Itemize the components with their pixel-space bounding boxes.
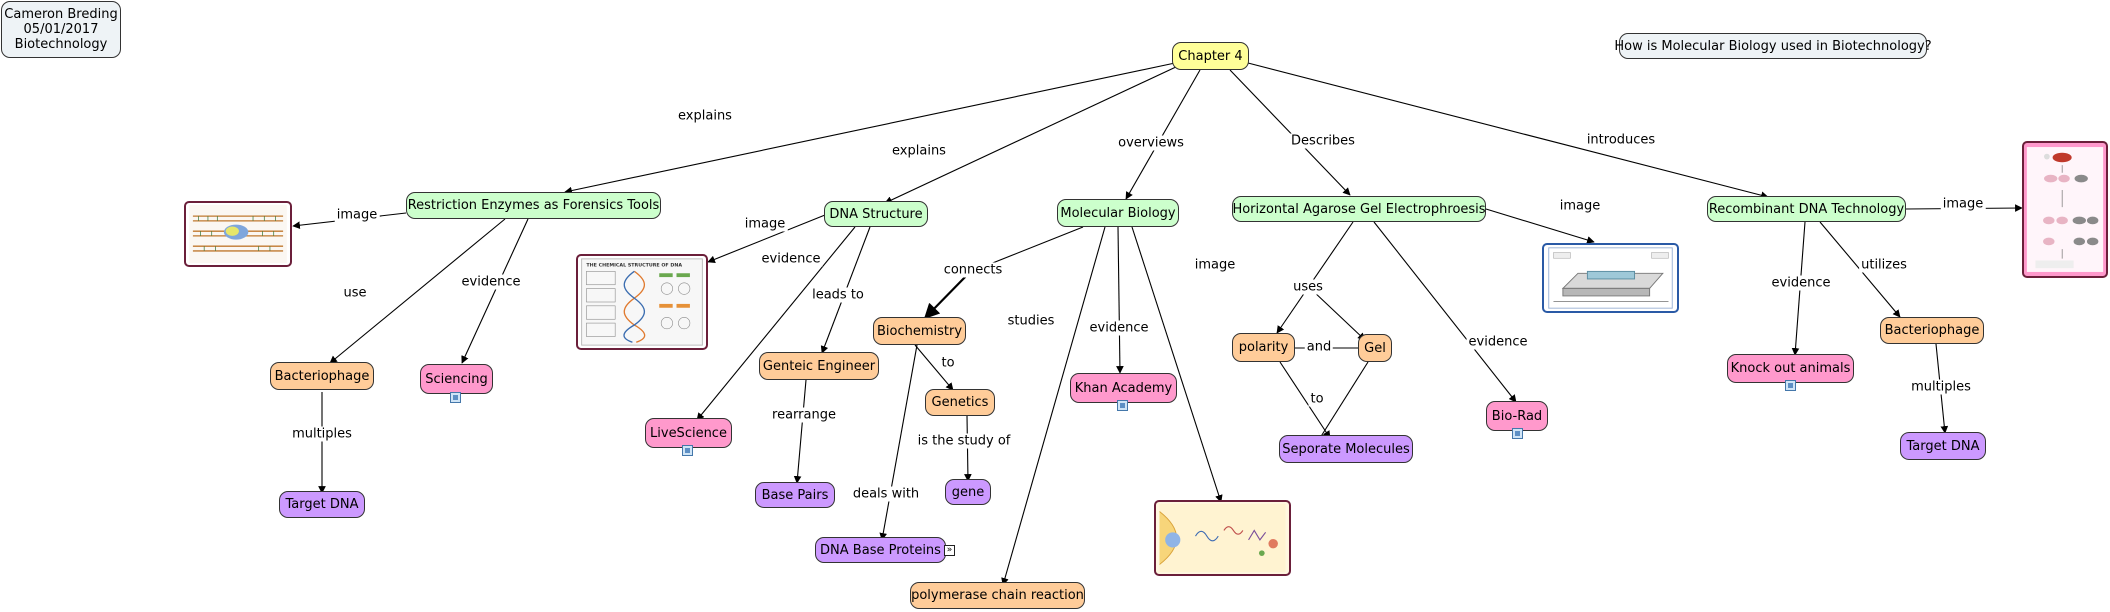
livescience-resource-icon[interactable] [682, 445, 693, 456]
target-dna-node-1[interactable]: Target DNA [279, 491, 365, 518]
separate-molecules-node[interactable]: Seporate Molecules [1279, 435, 1413, 463]
link-label: multiples [1909, 379, 1973, 395]
gel-electrophoresis-image[interactable] [1542, 243, 1679, 313]
expand-icon[interactable]: » [944, 545, 955, 556]
knock-out-resource-icon[interactable] [1785, 380, 1796, 391]
link-label: image [1940, 196, 1986, 212]
author-subject: Biotechnology [14, 37, 108, 52]
restriction-enzymes-node[interactable]: Restriction Enzymes as Forensics Tools [406, 192, 661, 219]
infographic-title: THE CHEMICAL STRUCTURE OF DNA [586, 263, 682, 269]
link-label: Describes [1289, 133, 1357, 149]
link-label: image [742, 216, 788, 232]
link-label: connects [941, 262, 1005, 278]
molecular-biology-image[interactable] [1154, 500, 1291, 576]
link-label: utilizes [1859, 257, 1909, 273]
gel-apparatus-illustration [1548, 247, 1673, 309]
link-label: and [1304, 339, 1334, 355]
link-label: explains [890, 143, 948, 159]
bacteriophage-node-1[interactable]: Bacteriophage [270, 362, 374, 390]
recombinant-dna-node[interactable]: Recombinant DNA Technology [1707, 196, 1906, 222]
link-label: uses [1291, 279, 1325, 295]
khan-academy-node[interactable]: Khan Academy [1070, 373, 1177, 403]
polarity-node[interactable]: polarity [1232, 333, 1295, 362]
link-label: evidence [759, 251, 823, 267]
link-label: introduces [1584, 132, 1658, 148]
focus-question: How is Molecular Biology used in Biotech… [1614, 33, 1932, 59]
author-name: Cameron Breding [4, 7, 118, 22]
chapter-node[interactable]: Chapter 4 [1172, 42, 1249, 70]
target-dna-node-2[interactable]: Target DNA [1900, 432, 1986, 460]
link-label: evidence [1466, 334, 1530, 350]
mouse-breeding-illustration [2026, 147, 2104, 272]
dna-structure-infographic: THE CHEMICAL STRUCTURE OF DNA [581, 258, 703, 346]
link-label: image [1557, 198, 1603, 214]
cell-diagram-illustration [1159, 503, 1286, 573]
recombinant-dna-image[interactable] [2022, 141, 2108, 278]
bio-rad-node[interactable]: Bio-Rad [1486, 401, 1548, 431]
base-pairs-node[interactable]: Base Pairs [755, 482, 835, 508]
link-label: evidence [1769, 275, 1833, 291]
livescience-node[interactable]: LiveScience [645, 418, 732, 448]
dna-base-proteins-node[interactable]: DNA Base Proteins [815, 537, 946, 563]
link-label: use [341, 285, 369, 301]
pcr-node[interactable]: polymerase chain reaction [910, 582, 1085, 609]
link-label: explains [676, 108, 734, 124]
link-label: rearrange [770, 407, 838, 423]
link-label: to [1308, 391, 1326, 407]
gel-electrophoresis-node[interactable]: Horizontal Agarose Gel Electrophroesis [1232, 196, 1486, 222]
link-label: evidence [1087, 320, 1151, 336]
dna-structure-image[interactable]: THE CHEMICAL STRUCTURE OF DNA [576, 254, 708, 350]
link-label: to [939, 355, 957, 371]
bacteriophage-node-2[interactable]: Bacteriophage [1880, 317, 1984, 344]
restriction-enzyme-image[interactable] [184, 201, 292, 267]
dna-structure-node[interactable]: DNA Structure [824, 201, 928, 227]
sciencing-node[interactable]: Sciencing [420, 364, 493, 394]
khan-academy-resource-icon[interactable] [1117, 400, 1128, 411]
dna-strands-illustration [189, 204, 287, 264]
sciencing-resource-icon[interactable] [450, 392, 461, 403]
link-label: studies [1005, 313, 1057, 329]
genetics-node[interactable]: Genetics [925, 389, 995, 416]
genetic-engineer-node[interactable]: Genteic Engineer [759, 352, 879, 380]
knock-out-animals-node[interactable]: Knock out animals [1727, 354, 1854, 383]
bio-rad-resource-icon[interactable] [1512, 428, 1523, 439]
author-info-box: Cameron Breding 05/01/2017 Biotechnology [1, 1, 121, 58]
molecular-biology-node[interactable]: Molecular Biology [1057, 199, 1179, 227]
link-label: multiples [290, 426, 354, 442]
link-label: image [1192, 257, 1238, 273]
link-label: is the study of [915, 433, 1013, 449]
link-label: deals with [850, 486, 922, 502]
link-label: image [334, 207, 380, 223]
link-label: leads to [810, 287, 866, 303]
link-label: evidence [459, 274, 523, 290]
gene-node[interactable]: gene [945, 479, 991, 505]
author-date: 05/01/2017 [23, 22, 99, 37]
gel-node[interactable]: Gel [1358, 334, 1392, 362]
link-label: overviews [1116, 135, 1186, 151]
biochemistry-node[interactable]: Biochemistry [873, 317, 966, 345]
